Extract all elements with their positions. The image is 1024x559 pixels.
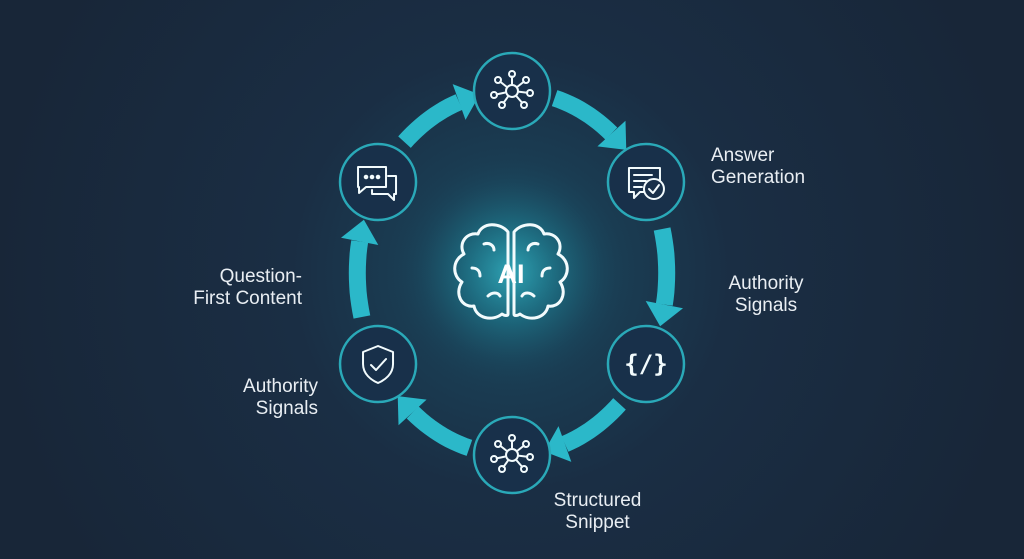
shield-check-icon xyxy=(362,345,395,384)
label-line: Question- xyxy=(219,266,302,287)
node-circle xyxy=(338,324,418,404)
node-chat xyxy=(338,142,418,222)
node-shield xyxy=(338,324,418,404)
network-graph-icon xyxy=(490,434,534,473)
cycle-arrow-shaft xyxy=(653,227,676,306)
node-circle xyxy=(338,142,418,222)
label-line: Answer xyxy=(711,145,775,166)
cycle-arrow-head xyxy=(645,300,683,327)
label-line: Signals xyxy=(734,295,798,316)
label-line: Generation xyxy=(711,167,806,188)
label-line: Authority xyxy=(243,376,318,397)
node-circle xyxy=(472,51,552,131)
node-answer xyxy=(606,142,686,222)
code-brackets-icon: {/} xyxy=(624,350,667,378)
cycle-arrow-shaft xyxy=(551,90,618,140)
node-top xyxy=(472,51,552,131)
label-line: First Content xyxy=(193,288,302,309)
cycle-arrow-shaft xyxy=(398,94,463,148)
label-authority-signals-right: Authority Signals xyxy=(716,273,816,317)
cycle-arrow-head xyxy=(397,396,427,426)
label-structured-snippet: Structured Snippet xyxy=(540,490,655,534)
network-hub-icon xyxy=(490,70,534,109)
node-circle xyxy=(606,324,686,404)
cycle-arrow-shaft xyxy=(406,406,473,456)
node-circle xyxy=(472,415,552,495)
label-answer-generation: Answer Generation xyxy=(711,145,805,189)
cycle-arrow-shaft xyxy=(348,240,371,319)
center-ai-label: AI xyxy=(498,259,525,289)
cycle-arrow-shaft xyxy=(561,398,626,452)
cycle-arrow-head xyxy=(341,219,379,246)
label-question-first-content: Question- First Content xyxy=(160,266,302,310)
node-bottom xyxy=(472,415,552,495)
node-code: {/} xyxy=(606,324,686,404)
label-authority-signals-left: Authority Signals xyxy=(210,376,318,420)
label-line: Authority xyxy=(728,273,804,294)
label-line: Signals xyxy=(255,398,318,419)
message-check-icon xyxy=(627,167,665,200)
label-line: Snippet xyxy=(565,512,630,533)
cycle-arrow-head xyxy=(597,120,627,150)
brain-icon xyxy=(453,223,569,320)
code-glyph: {/} xyxy=(624,350,667,378)
label-line: Structured xyxy=(553,490,642,511)
chat-bubbles-icon xyxy=(357,166,398,201)
